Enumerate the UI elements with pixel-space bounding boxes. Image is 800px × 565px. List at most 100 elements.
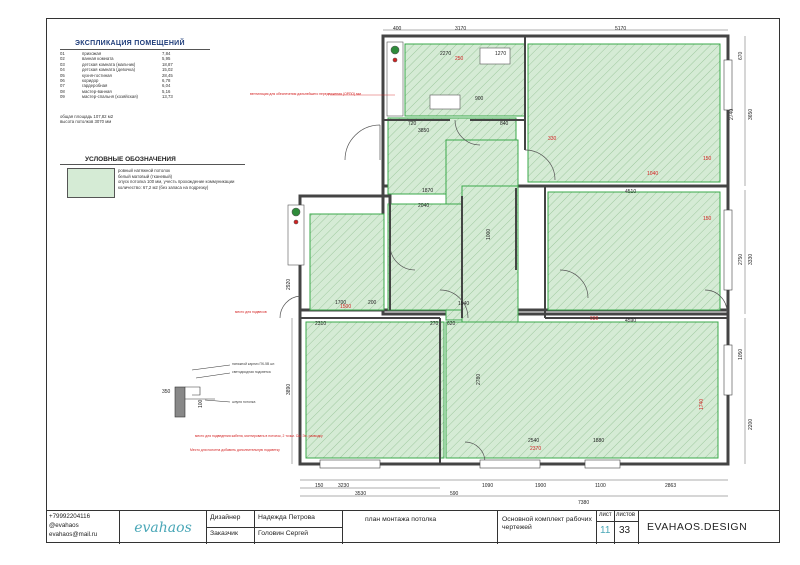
red-dim-label: 330 (548, 136, 557, 142)
red-dim-label: 150 (703, 216, 712, 222)
totals: общая площадь 107,82 м2 высота потолков … (60, 114, 113, 125)
dim-label: 7380 (578, 500, 589, 506)
drawing-title-cell: план монтажа потолка (343, 511, 498, 544)
partitions (300, 36, 728, 464)
room-area: 13,73 (162, 94, 173, 100)
room-area: 5,95 (162, 56, 171, 62)
dim-label: 3330 (748, 254, 754, 265)
room-wardrobe (387, 203, 463, 311)
room-name: мастер-спальня (хозяйская) (82, 94, 138, 100)
room-area: 7,84 (162, 51, 171, 56)
note: место для подведения кабеля, монтировать… (195, 434, 323, 438)
dim-label: 620 (447, 321, 456, 327)
dim-label: 1700 (335, 300, 346, 306)
dim-label: 3650 (748, 109, 754, 120)
logo: evahaos (120, 511, 207, 544)
email[interactable]: evahaos@mail.ru (49, 530, 98, 538)
total-area: общая площадь 107,82 м2 (60, 114, 114, 119)
symbol-line: ровный натяжной потолок (118, 168, 170, 173)
ceiling-areas (305, 43, 721, 459)
red-dimensions: 330 250 150 150 1040 1500 1740 930 2370 (340, 56, 712, 452)
dim-label: 4590 (625, 318, 636, 324)
divider (597, 521, 639, 522)
dimension-lines (291, 29, 746, 497)
room-name: детская комната (мальчик) (82, 61, 136, 67)
drawing-sheet-frame (46, 18, 780, 543)
designer-name: Надежда Петрова (258, 514, 315, 521)
room-row: 09 мастер-спальня (хозяйская) 13,73 (60, 94, 192, 99)
room-name: коридор (82, 78, 99, 84)
red-dim-label: 1500 (340, 304, 351, 310)
room-name: детская комната (девочка) (82, 67, 136, 73)
room-area: 18,87 (162, 61, 173, 67)
dim-label: 2780 (476, 374, 482, 385)
room-num: 01 (60, 51, 65, 56)
room-num: 04 (60, 67, 65, 73)
room-num: 06 (60, 78, 65, 84)
room-num: 03 (60, 61, 65, 67)
red-dim-label: 1740 (699, 399, 705, 410)
explication-title: ЭКСПЛИКАЦИЯ ПОМЕЩЕНИЙ (75, 40, 185, 47)
room-num: 09 (60, 94, 65, 100)
room-name: прихожая (82, 51, 102, 56)
notes: вентиляция для обеспечения дальнейшего п… (190, 92, 395, 452)
dim-label: 5170 (615, 26, 626, 32)
dim-label: 720 (408, 121, 417, 127)
dim-label: 3530 (355, 491, 366, 497)
note: вентиляция для обеспечения дальнейшего п… (250, 92, 361, 96)
dim-label: 2270 (440, 51, 451, 57)
doors (279, 119, 728, 463)
room-name: ванная комната (82, 56, 114, 62)
brand-cell: EVAHAOS.DESIGN (639, 511, 780, 544)
title-block: +79992204116 @evahaos evahaos@mail.ru ev… (46, 510, 780, 544)
brand: EVAHAOS.DESIGN (647, 521, 748, 533)
room-area: 6,04 (162, 83, 171, 89)
windows (319, 59, 733, 469)
client-label: Заказчик (210, 530, 238, 537)
dim-label: 150 (315, 483, 324, 489)
dim-label: 1900 (535, 483, 546, 489)
room-area: 15,02 (162, 67, 173, 73)
dim-label: 4510 (625, 189, 636, 195)
client-name: Головин Сергей (258, 530, 309, 537)
room-name: мастер-ванная (82, 88, 112, 94)
section-detail-text: натяжной карниз ПК-5В шт. светодиодная п… (162, 362, 275, 408)
symbol-line: белый матовый (тканевый) (118, 173, 173, 179)
dim-label: 1050 (738, 349, 744, 360)
dim-label: 2920 (286, 279, 292, 290)
dim-label: 1270 (495, 51, 506, 57)
dim-label: 2040 (418, 203, 429, 209)
dim-label: 3170 (455, 26, 466, 32)
dimensions: 400 3170 5170 2270 1270 720 840 3850 187… (286, 26, 754, 506)
room-child-girl (547, 191, 721, 311)
phone[interactable]: +79992204116 (49, 513, 91, 520)
designer-label: Дизайнер (210, 514, 241, 521)
room-num: 05 (60, 72, 65, 78)
note: Место для полотна добавить дополнительну… (190, 448, 280, 452)
room-area: 28,45 (162, 72, 173, 78)
room-name: кухня-гостиная (82, 72, 112, 78)
ceiling-swatch (67, 168, 115, 198)
sheets-label: листов (616, 512, 636, 518)
room-master-bed (305, 321, 445, 459)
dim-label: 2310 (315, 321, 326, 327)
logo-text: evahaos (134, 519, 192, 536)
dim-label: 2750 (738, 254, 744, 265)
red-dim-label: 150 (703, 156, 712, 162)
symbol-line: опуск потолка 100 мм, учесть прохождение… (118, 179, 235, 185)
room-child-boy (527, 43, 721, 183)
instagram[interactable]: @evahaos (49, 521, 79, 529)
note: место для подвесов (235, 310, 267, 314)
room-area: 5,16 (162, 88, 171, 94)
room-entry (461, 185, 519, 323)
room-num: 08 (60, 88, 65, 94)
sheet-number: 11 (600, 525, 611, 536)
room-kitchen (445, 321, 719, 459)
dim-label: 1870 (422, 188, 433, 194)
symbol-line: количество: 67,2 м2 (без запаса на подре… (118, 184, 209, 190)
ceiling-height: высота потолков 3070 мм (60, 119, 112, 125)
dim-label: 2200 (748, 419, 754, 430)
room-name: гардеробная (82, 83, 108, 89)
